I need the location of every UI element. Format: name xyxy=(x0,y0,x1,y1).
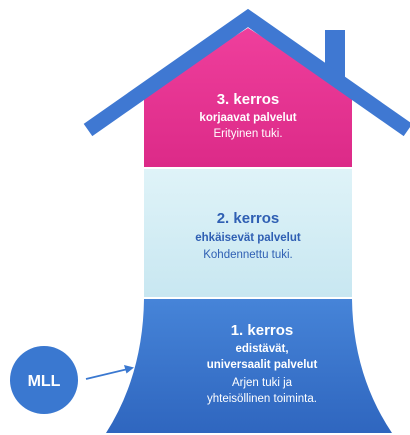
level-3-description: Erityinen tuki. xyxy=(213,128,282,140)
level-1-subtitle-line1: edistävät, xyxy=(235,343,288,355)
level-1-title: 1. kerros xyxy=(231,322,294,339)
level-1-description-line2: yhteisöllinen toiminta. xyxy=(207,393,317,405)
level-2-subtitle: ehkäisevät palvelut xyxy=(195,232,301,244)
mll-badge-label: MLL xyxy=(28,373,61,390)
level-1-description-line1: Arjen tuki ja xyxy=(232,377,293,389)
roof xyxy=(83,8,410,137)
level-1-subtitle-line2: universaalit palvelut xyxy=(207,359,318,371)
arrow-line xyxy=(85,368,129,380)
arrow-head-icon xyxy=(124,365,134,374)
level-3-title: 3. kerros xyxy=(217,91,280,108)
level-2-description: Kohdennettu tuki. xyxy=(203,249,293,261)
level-3-subtitle: korjaavat palvelut xyxy=(199,112,296,124)
level-2-title: 2. kerros xyxy=(217,210,280,227)
mll-badge xyxy=(10,346,78,414)
level-1-block xyxy=(106,299,392,433)
level-2-block xyxy=(144,169,352,297)
